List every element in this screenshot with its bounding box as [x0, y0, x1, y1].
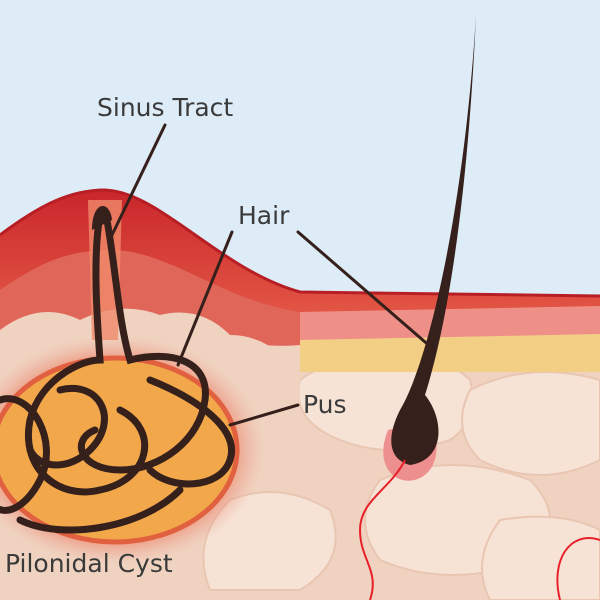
label-hair: Hair: [238, 201, 290, 230]
tissue-lobules: [202, 361, 600, 600]
leader-lines: [110, 123, 434, 427]
hair-tip: [92, 206, 112, 230]
label-pus: Pus: [303, 390, 347, 419]
epidermis-bulge: [0, 190, 600, 312]
label-pilonidal-cyst: Pilonidal Cyst: [5, 549, 173, 578]
skin-surface: [0, 188, 600, 298]
label-sinus-tract: Sinus Tract: [97, 93, 233, 122]
fat-layer: [300, 330, 600, 372]
blood-vessel: [556, 537, 600, 600]
blood-vessel: [358, 459, 406, 600]
hair-shaft: [391, 15, 476, 465]
tangled-hairs: [0, 211, 235, 534]
